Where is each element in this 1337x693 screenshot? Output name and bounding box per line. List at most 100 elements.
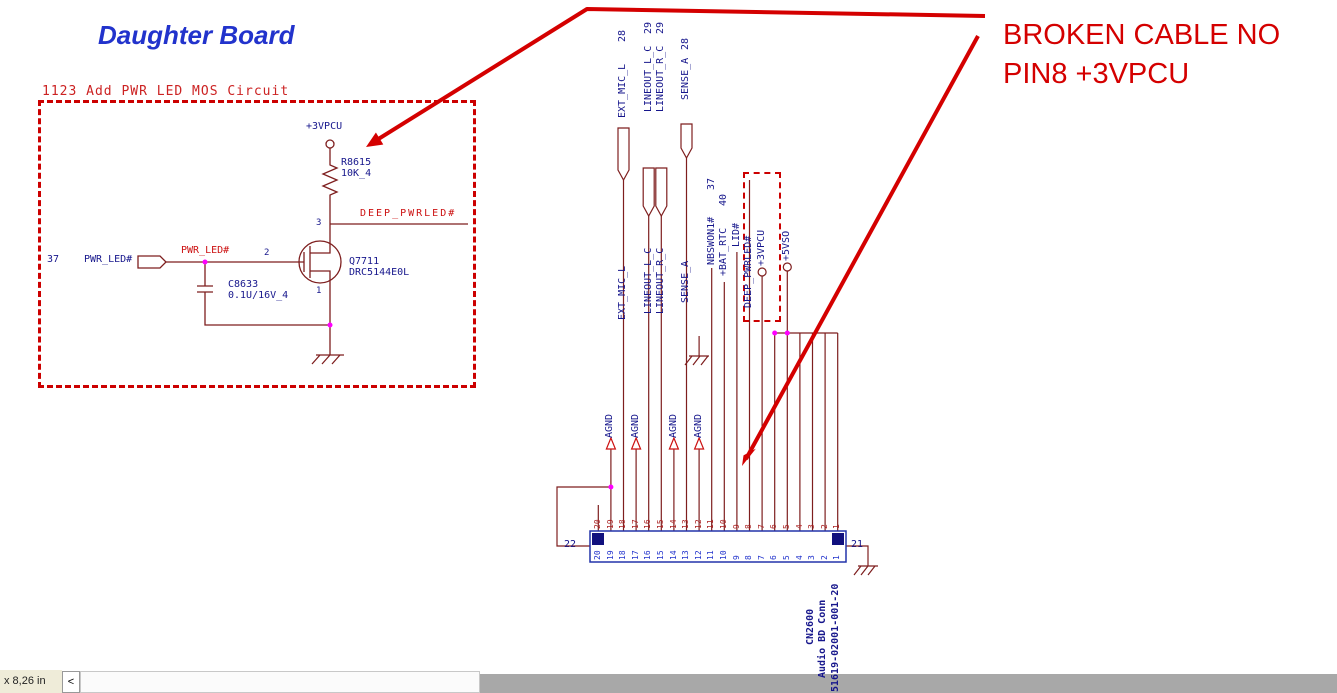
red-arrow-icon	[370, 7, 986, 145]
net-port-icon	[617, 127, 630, 182]
signal-lid: LID#	[731, 222, 742, 247]
port-sheet-ref: 29	[643, 21, 654, 34]
cursor-position-indicator: x 8,26 in	[0, 670, 62, 693]
scrollbar-thumb[interactable]	[80, 671, 480, 693]
callout-line-2: PIN8 +3VPCU	[1003, 58, 1190, 90]
shield-pin-21: 21	[851, 539, 864, 550]
red-arrow-icon	[744, 35, 980, 460]
pin-number: 1	[832, 524, 842, 529]
net-label-pwr-led: PWR_LED#	[181, 245, 230, 256]
pin-number: 10	[718, 519, 728, 529]
input-sheet-ref: 37	[47, 254, 60, 265]
pin-number: 7	[756, 524, 766, 529]
transistor-pin-3: 3	[316, 218, 322, 228]
connector-ref: CN2600	[805, 608, 816, 645]
pin-number: 20	[593, 550, 602, 560]
pin-number: 15	[655, 519, 665, 529]
pin-number: 5	[781, 555, 791, 560]
junction-dot	[784, 330, 790, 336]
agnd-arrow-icon	[605, 436, 617, 450]
ground-symbol	[311, 354, 344, 365]
pin-number: 7	[756, 555, 766, 560]
port-name-lineout-l-c: LINEOUT_L_C	[643, 45, 654, 112]
circuit-change-note: 1123 Add PWR LED MOS Circuit	[42, 84, 290, 99]
capacitor-value: 0.1U/16V_4	[228, 290, 289, 301]
transistor-pin-1: 1	[316, 286, 322, 296]
pin-number: 4	[794, 524, 804, 529]
net-label-lineout-l-c: LINEOUT_L_C	[643, 247, 654, 314]
agnd-label: AGND	[693, 413, 704, 438]
signal-sheet-ref: 37	[706, 177, 717, 190]
pin-number: 19	[605, 519, 615, 529]
pin-number: 8	[744, 524, 754, 529]
signal-sheet-ref: 40	[718, 193, 729, 206]
shield-pin-22: 22	[564, 539, 577, 550]
power-node-icon	[757, 267, 767, 277]
agnd-label: AGND	[630, 413, 641, 438]
broken-cable-callout: BROKEN CABLE NO PIN8 +3VPCU	[1003, 16, 1280, 94]
pin-number: 12	[693, 519, 703, 529]
pin-number: 19	[605, 550, 615, 560]
connector-name: Audio BD Conn	[817, 599, 828, 678]
pin-number: 18	[618, 519, 628, 529]
port-sheet-ref: 29	[655, 21, 666, 34]
ground-symbol	[684, 336, 709, 366]
connector-artwork	[589, 530, 847, 563]
pin-number: 6	[769, 555, 779, 560]
pin-number: 13	[681, 519, 691, 529]
agnd-label: AGND	[668, 413, 679, 438]
junction-dot	[327, 322, 333, 328]
pin-number: 5	[781, 524, 791, 529]
scrollbar-trough[interactable]	[480, 674, 1337, 693]
pin-number: 11	[706, 519, 716, 529]
transistor-part: DRC5144E0L	[349, 267, 410, 278]
port-sheet-ref: 28	[617, 29, 628, 42]
net-label-sense-a: SENSE_A	[680, 260, 691, 303]
capacitor-symbol	[197, 262, 330, 326]
pin-number: 2	[819, 524, 829, 529]
signal-nbswon1: NBSWON1#	[706, 216, 717, 265]
net-label-deep-pwrled-harness: DEEP_PWRLED#	[743, 235, 754, 308]
pin-number: 12	[693, 550, 703, 560]
agnd-arrow-icon	[668, 436, 680, 450]
pin-number: 17	[630, 550, 640, 560]
power-net-3vpcu: +3VPCU	[756, 229, 767, 266]
agnd-arrow-icon	[630, 436, 642, 450]
pin-number: 6	[769, 524, 779, 529]
pin-number: 1	[832, 555, 842, 560]
net-port-icon	[655, 167, 668, 218]
transistor-symbol	[298, 240, 342, 284]
port-name-sense-a: SENSE_A	[680, 57, 691, 100]
mos-circuit-artwork	[137, 139, 468, 365]
pin-number: 11	[706, 550, 716, 560]
net-port-icon	[642, 167, 655, 218]
net-label-deep-pwrled: DEEP_PWRLED#	[360, 208, 457, 219]
pin-number: 9	[731, 524, 741, 529]
pin-number: 14	[668, 550, 678, 560]
agnd-arrow-icon	[693, 436, 705, 450]
pin-number: 3	[807, 524, 817, 529]
transistor-pin-2: 2	[264, 248, 270, 258]
pin-number: 2	[819, 555, 829, 560]
ground-symbol	[846, 545, 878, 576]
annotation-arrows	[366, 7, 986, 466]
pin-number: 8	[744, 555, 754, 560]
net-label-lineout-r-c: LINEOUT_R_C	[655, 247, 666, 314]
connector-shield-pad	[592, 533, 604, 545]
input-port-label: PWR_LED#	[84, 254, 133, 265]
pin-number: 10	[718, 550, 728, 560]
signal-bat-rtc: +BAT_RTC	[718, 227, 729, 276]
power-net-5vso: +5VSO	[781, 230, 792, 261]
junction-dot	[608, 484, 614, 490]
scrollbar-left-button[interactable]: <	[62, 671, 80, 693]
pin-number: 13	[681, 550, 691, 560]
mos-circuit-highlight-box	[38, 100, 476, 388]
transistor-ref: Q7711	[349, 256, 380, 267]
resistor-value: 10K_4	[341, 168, 372, 179]
power-node-icon	[782, 262, 792, 272]
resistor-symbol	[321, 162, 339, 198]
net-port-icon	[680, 123, 693, 160]
net-label-ext-mic-l: EXT_MIC_L	[617, 265, 628, 320]
